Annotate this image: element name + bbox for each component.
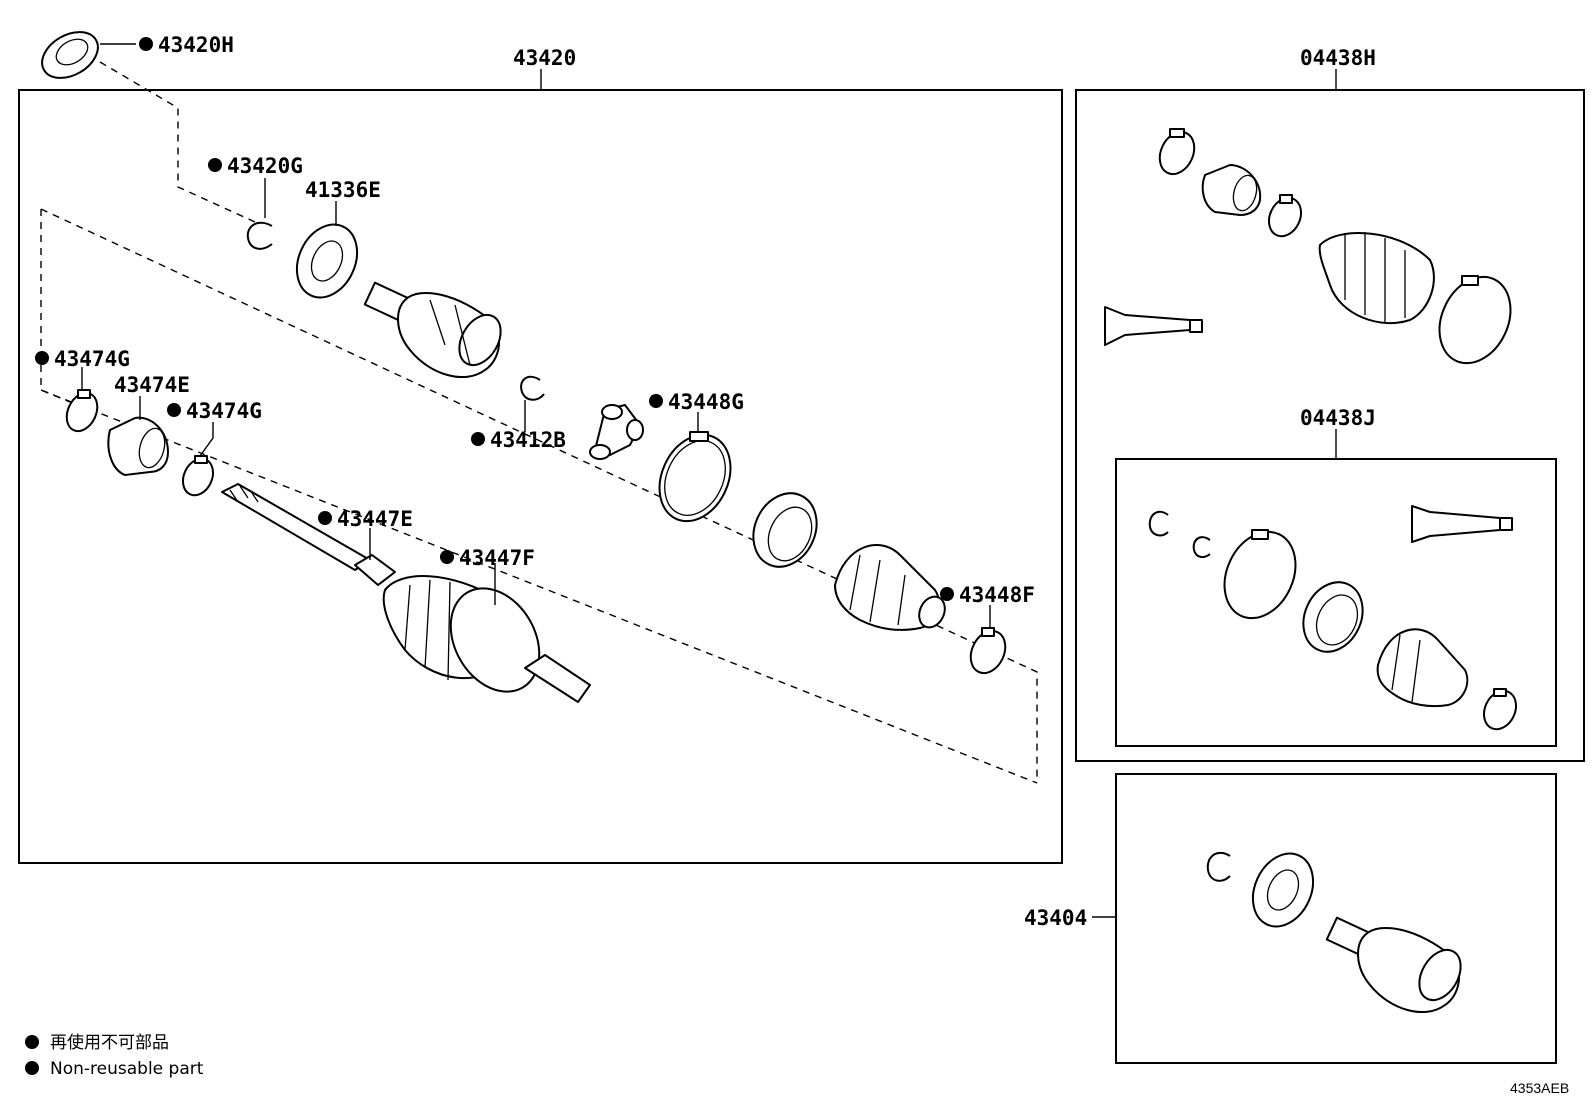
main-assembly-frame-43420 xyxy=(18,89,1063,864)
kit-J-boot xyxy=(1376,628,1469,708)
kit-H-grease-tube xyxy=(1104,306,1203,346)
kit-J-small-clamp xyxy=(1482,688,1518,731)
legend: 再使用不可部品 Non-reusable part xyxy=(25,1032,204,1079)
label-43448G: 43448G xyxy=(668,390,744,414)
non-reusable-dot-43474G-a xyxy=(35,351,49,365)
label-43474E: 43474E xyxy=(114,373,190,397)
non-reusable-dot-43474G-b xyxy=(167,403,181,417)
boot-clamp-43448G xyxy=(658,431,732,523)
legend-dot-en xyxy=(25,1061,39,1075)
dashed-guide-lower xyxy=(40,209,71,403)
joint-43404-snap-ring xyxy=(1206,851,1231,882)
inboard-joint-housing xyxy=(363,281,502,379)
boot-inner-ring xyxy=(752,492,818,568)
label-43448F: 43448F xyxy=(959,583,1035,607)
non-reusable-dot-43447E xyxy=(318,511,332,525)
joint-43404-washer xyxy=(1251,852,1315,928)
kit-J-snap-ring xyxy=(1148,510,1169,537)
clamp-43474G-right xyxy=(181,455,215,497)
leader-43474G-right xyxy=(199,422,214,457)
dynamic-damper-43474E xyxy=(107,416,169,476)
label-43447E: 43447E xyxy=(337,507,413,531)
label-43474G-a: 43474G xyxy=(54,347,130,371)
label-43404: 43404 xyxy=(1024,906,1087,930)
boot-outer-right xyxy=(834,544,946,631)
kit-H-small-clamp xyxy=(1158,128,1196,176)
non-reusable-dot-43412B xyxy=(471,432,485,446)
circlip-43412B xyxy=(520,375,545,401)
non-reusable-dot-43448F xyxy=(940,587,954,601)
joint-43404-housing xyxy=(1325,916,1462,1014)
non-reusable-dot-43420H xyxy=(139,37,153,51)
dashed-guide-bottom xyxy=(40,389,1038,784)
legend-dot-jp xyxy=(25,1035,39,1049)
outboard-cv-joint-43447F xyxy=(382,575,591,703)
label-04438H: 04438H xyxy=(1300,46,1376,70)
snap-ring-43420G xyxy=(246,221,273,250)
label-43447F: 43447F xyxy=(459,546,535,570)
label-43420H: 43420H xyxy=(158,33,234,57)
boot-clamp-43448F xyxy=(969,627,1007,675)
dashed-guide-upper xyxy=(40,208,1038,783)
diagram-code: 4353AEB xyxy=(1510,1080,1569,1096)
non-reusable-dot-43448G xyxy=(649,394,663,408)
label-41336E: 41336E xyxy=(305,178,381,202)
washer-41336E xyxy=(295,223,359,299)
label-43420G: 43420G xyxy=(227,154,303,178)
boot-kit-frame-04438H xyxy=(1075,89,1585,762)
kit-H-clamp-2 xyxy=(1267,194,1303,238)
legend-text-jp: 再使用不可部品 xyxy=(50,1032,169,1053)
kit-J-boot-ring xyxy=(1302,581,1364,653)
kit-J-grease-tube xyxy=(1411,505,1513,543)
kit-H-damper xyxy=(1201,164,1262,216)
kit-H-large-clamp xyxy=(1438,275,1512,365)
non-reusable-dot-43420G xyxy=(208,158,222,172)
kit-H-boot xyxy=(1318,232,1435,325)
kit-J-circlip xyxy=(1192,536,1211,559)
drive-shaft-43447E xyxy=(221,483,396,586)
label-43474G-b: 43474G xyxy=(186,399,262,423)
inboard-joint-frame-43404 xyxy=(1115,773,1557,1064)
oil-seal-43420H xyxy=(41,31,99,79)
label-04438J: 04438J xyxy=(1300,406,1376,430)
non-reusable-dot-43447F xyxy=(440,550,454,564)
label-43420: 43420 xyxy=(513,46,576,70)
kit-J-large-clamp xyxy=(1223,529,1297,620)
tripod-spider xyxy=(589,404,644,460)
dashed-guide-seal xyxy=(99,61,256,223)
legend-text-en: Non-reusable part xyxy=(50,1059,204,1079)
label-43412B: 43412B xyxy=(490,428,566,452)
clamp-43474G-left xyxy=(65,389,99,433)
